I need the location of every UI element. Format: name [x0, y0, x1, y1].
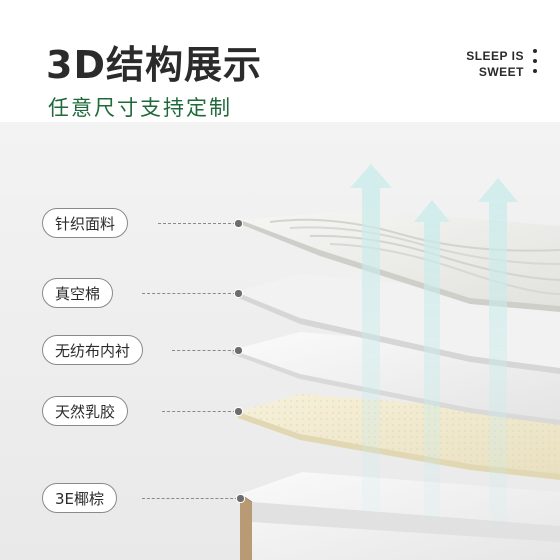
layer-label-coir: 3E椰棕: [42, 483, 118, 513]
leader-line: [158, 223, 236, 224]
mattress-layers-illustration: 针织面料 真空棉 无纺布内衬 天然乳胶 3E椰棕: [0, 122, 560, 560]
layer-label-nonwoven: 无纺布内衬: [42, 335, 144, 365]
airflow-arrow-icon: [350, 164, 518, 526]
page-title: 3D结构展示: [46, 43, 262, 87]
knit-fabric-layer: [240, 210, 560, 312]
menu-dots-icon: [533, 49, 538, 79]
layer-pin: [236, 494, 245, 503]
leader-line: [142, 293, 236, 294]
leader-line: [162, 411, 236, 412]
layer-pin: [234, 289, 243, 298]
brand-line-1: SLEEP IS: [466, 49, 524, 63]
page-subtitle: 任意尺寸支持定制: [48, 96, 232, 120]
leader-line: [142, 498, 238, 499]
leader-line: [172, 350, 236, 351]
layer-label-knit: 针织面料: [42, 208, 129, 238]
layer-pin: [234, 407, 243, 416]
layer-label-latex: 天然乳胶: [42, 396, 129, 426]
coir-layer: [239, 472, 560, 560]
brand-logo: SLEEP IS SWEET: [466, 48, 536, 80]
layer-label-cotton: 真空棉: [42, 278, 114, 308]
layer-pin: [234, 346, 243, 355]
header: 3D结构展示 任意尺寸支持定制 SLEEP IS SWEET: [0, 0, 560, 122]
brand-line-2: SWEET: [478, 65, 524, 79]
layer-pin: [234, 219, 243, 228]
